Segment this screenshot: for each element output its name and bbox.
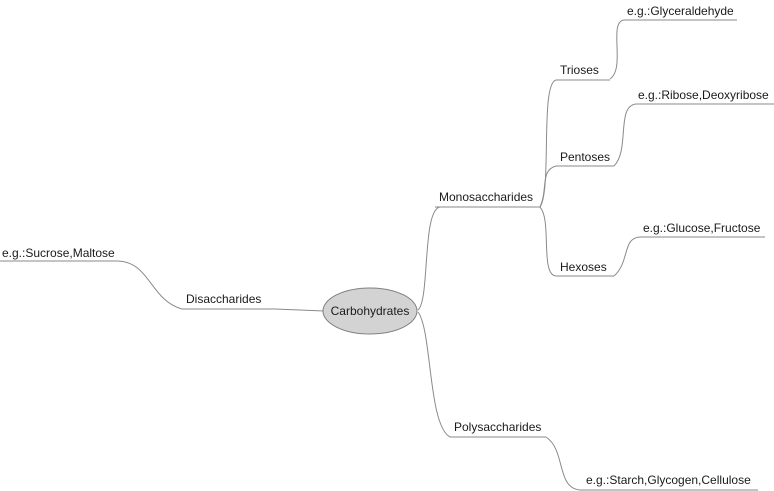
edge-mono-trioses — [539, 79, 557, 208]
root-ellipse — [322, 287, 418, 335]
edge-pentoses-example — [613, 103, 637, 167]
underlines — [0, 19, 774, 491]
edge-mono-pentoses — [539, 165, 557, 208]
edge-hexoses-example — [613, 236, 641, 277]
root-label: Carbohydrates — [331, 304, 410, 318]
node-trioses-example[interactable]: e.g.:Glyceraldehyde — [627, 4, 734, 18]
edge-disaccharides-example — [117, 260, 183, 310]
edge-root-monosaccharides — [417, 206, 441, 311]
node-monosaccharides[interactable]: Monosaccharides — [439, 190, 533, 204]
node-polysaccharides-example[interactable]: e.g.:Starch,Glycogen,Cellulose — [586, 473, 751, 487]
edge-trioses-example — [609, 19, 625, 80]
node-trioses[interactable]: Trioses — [560, 63, 599, 77]
node-disaccharides-example[interactable]: e.g.:Sucrose,Maltose — [2, 246, 115, 260]
node-pentoses-example[interactable]: e.g.:Ribose,Deoxyribose — [638, 88, 769, 102]
root-node[interactable]: Carbohydrates — [322, 287, 418, 335]
node-hexoses-example[interactable]: e.g.:Glucose,Fructose — [643, 221, 761, 235]
edge-root-disaccharides — [274, 308, 325, 312]
node-polysaccharides[interactable]: Polysaccharides — [454, 420, 541, 434]
node-pentoses[interactable]: Pentoses — [560, 150, 610, 164]
edge-root-polysaccharides — [417, 311, 451, 438]
connectors — [117, 19, 641, 491]
node-hexoses[interactable]: Hexoses — [560, 260, 607, 274]
node-disaccharides[interactable]: Disaccharides — [186, 292, 261, 306]
edge-mono-hexoses — [539, 206, 557, 277]
edge-polysaccharides-example — [545, 436, 581, 491]
